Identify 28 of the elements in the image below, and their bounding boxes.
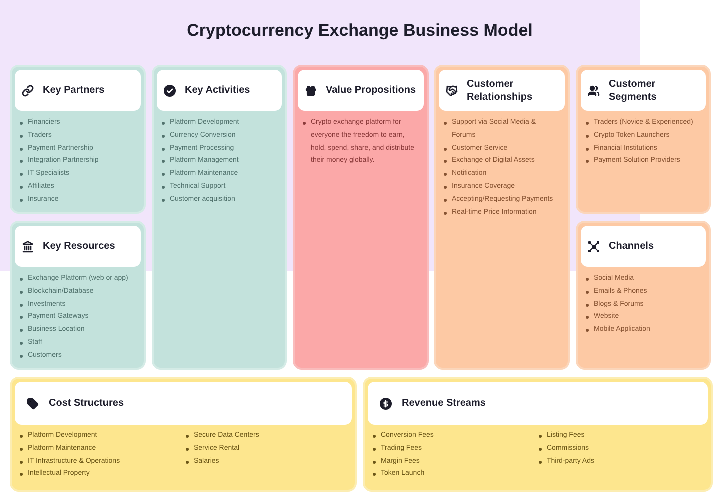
canvas-card (10, 221, 146, 370)
card-heading: Key Partners (43, 84, 105, 97)
card-heading: Value Propositions (326, 84, 416, 97)
diagram-title: Cryptocurrency Exchange Business Model (187, 20, 533, 42)
card-heading: Customer Relationships (467, 78, 534, 104)
card-header (157, 70, 282, 111)
card-header (15, 226, 141, 267)
canvas-card (152, 65, 287, 370)
canvas-card (293, 65, 429, 370)
card-header (581, 226, 706, 267)
card-heading: Key Activities (185, 84, 250, 97)
card-heading: Key Resources (43, 240, 116, 253)
card-header (298, 70, 424, 111)
card-heading: Channels (609, 240, 654, 253)
canvas-card (576, 65, 711, 214)
canvas-card (576, 221, 711, 370)
card-heading: Customer Segments (609, 78, 658, 104)
canvas-card (363, 377, 713, 492)
card-heading: Cost Structures (49, 397, 124, 410)
card-header (368, 382, 708, 425)
card-header (439, 70, 565, 111)
card-header (581, 70, 706, 111)
canvas-card (10, 65, 146, 214)
card-header (15, 70, 141, 111)
canvas-card (10, 377, 357, 492)
canvas-card (434, 65, 570, 370)
card-header (15, 382, 352, 425)
card-heading: Revenue Streams (402, 397, 486, 410)
